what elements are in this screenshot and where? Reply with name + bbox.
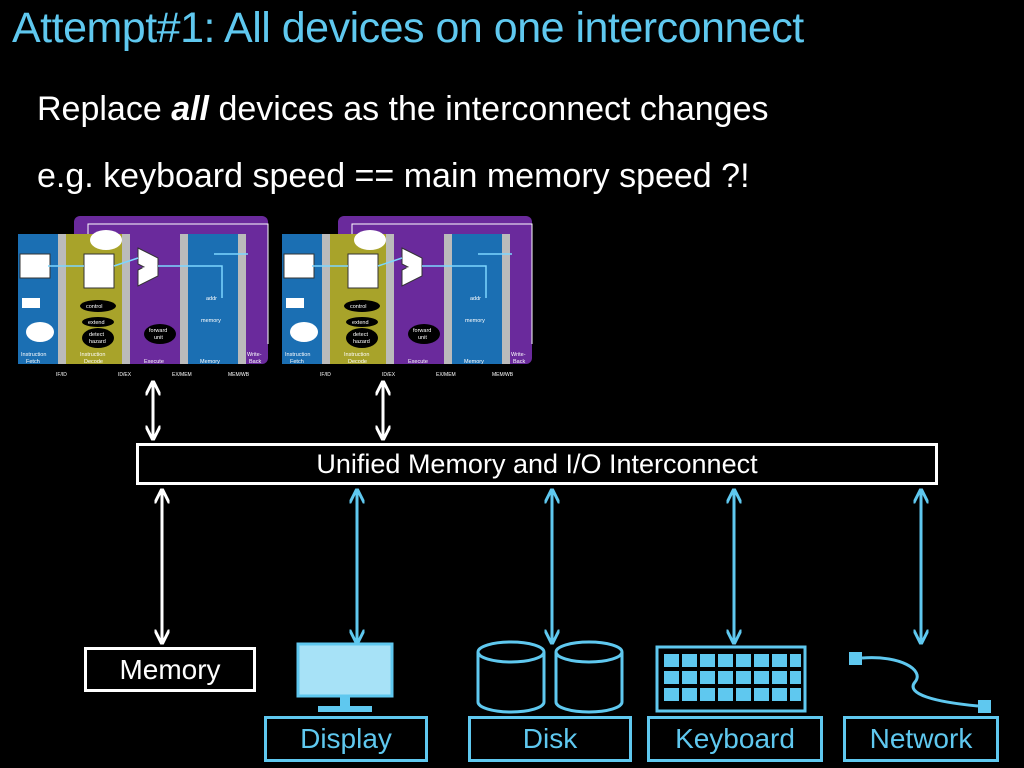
label-hazard: hazard <box>89 339 106 345</box>
unified-interconnect-bus: Unified Memory and I/O Interconnect <box>136 443 938 485</box>
label-alu: alu <box>406 266 413 272</box>
label-hazard: hazard <box>353 339 370 345</box>
label-detect: detect <box>353 332 368 338</box>
cpu-pipeline-diagram-2: memory register file compute jump/branch… <box>282 216 533 378</box>
network-cable-icon <box>849 652 991 713</box>
keyboard-icon <box>655 645 807 713</box>
label-reg-memwb: MEM/WB <box>228 372 250 378</box>
label-compute: compute <box>360 232 376 237</box>
label-stage-if-1: Instruction <box>285 352 310 358</box>
label-reg-idex: ID/EX <box>118 372 132 378</box>
label-stage-if-2: Fetch <box>26 359 40 365</box>
label-stage-wb-1: Write- <box>247 352 262 358</box>
label-stage-ex: Execute <box>408 359 428 365</box>
label-mem-memory: memory <box>201 318 221 324</box>
label-detect: detect <box>89 332 104 338</box>
slide-title: Attempt#1: All devices on one interconne… <box>12 4 804 52</box>
label-stage-id-2: Decode <box>348 359 367 365</box>
label-register: register <box>88 265 107 271</box>
label-forward: forward <box>413 328 431 334</box>
label-reg-memwb: MEM/WB <box>492 372 514 378</box>
keyboard-label: Keyboard <box>647 716 823 762</box>
label-reg-exmem: EX/MEM <box>436 372 456 378</box>
label-pc-2: pc <box>301 333 307 339</box>
display-label: Display <box>264 716 428 762</box>
label-unit: unit <box>418 335 427 341</box>
monitor-icon <box>296 642 394 712</box>
label-targets: targets <box>361 242 373 247</box>
label-stage-id-1: Instruction <box>80 352 105 358</box>
label-targets: targets <box>97 242 109 247</box>
label-stage-wb-2: Back <box>513 359 525 365</box>
bullet-1-prefix: Replace <box>37 90 172 128</box>
label-unit: unit <box>154 335 163 341</box>
label-control: control <box>86 304 103 310</box>
memory-box: Memory <box>84 647 256 692</box>
label-jump-branch: jump/branch <box>356 237 379 242</box>
label-file: file <box>358 272 365 278</box>
pipeline-labels: memory register file compute jump/branch… <box>285 232 526 378</box>
label-reg-idex: ID/EX <box>382 372 396 378</box>
bullet-line-1: Replace all devices as the interconnect … <box>37 90 768 129</box>
label-addr: addr <box>206 296 217 302</box>
label-pc-2: pc <box>37 333 43 339</box>
label-new: new <box>35 326 45 332</box>
label-compute: compute <box>96 232 112 237</box>
label-memory: memory <box>23 264 43 270</box>
disk-label: Disk <box>468 716 632 762</box>
cpu-pipeline-diagram-1: memory register file compute jump/branch… <box>18 216 269 378</box>
label-mem-memory: memory <box>465 318 485 324</box>
label-stage-id-2: Decode <box>84 359 103 365</box>
label-control: control <box>350 304 367 310</box>
label-register: register <box>352 265 371 271</box>
label-extend: extend <box>352 320 369 326</box>
label-jump-branch: jump/branch <box>92 237 115 242</box>
label-stage-mem: Memory <box>464 359 484 365</box>
label-reg-ifid: IF/ID <box>56 372 67 378</box>
pipeline-labels: memory register file compute jump/branch… <box>21 232 262 378</box>
label-stage-if-2: Fetch <box>290 359 304 365</box>
label-stage-mem: Memory <box>200 359 220 365</box>
pipeline-body <box>282 216 533 364</box>
bullet-1-emphasis: all <box>171 90 210 128</box>
label-reg-exmem: EX/MEM <box>172 372 192 378</box>
label-reg-ifid: IF/ID <box>320 372 331 378</box>
label-stage-wb-1: Write- <box>511 352 526 358</box>
bullet-1-suffix: devices as the interconnect changes <box>209 90 769 128</box>
label-alu: alu <box>142 266 149 272</box>
label-extend: extend <box>88 320 105 326</box>
disk-icon <box>476 640 624 714</box>
label-stage-ex: Execute <box>144 359 164 365</box>
label-file: file <box>94 272 101 278</box>
pipeline-body <box>18 216 269 364</box>
bullet-line-2: e.g. keyboard speed == main memory speed… <box>37 157 750 195</box>
label-memory: memory <box>287 264 307 270</box>
label-addr: addr <box>470 296 481 302</box>
label-stage-if-1: Instruction <box>21 352 46 358</box>
label-forward: forward <box>149 328 167 334</box>
label-stage-id-1: Instruction <box>344 352 369 358</box>
label-new: new <box>299 326 309 332</box>
network-label: Network <box>843 716 999 762</box>
label-stage-wb-2: Back <box>249 359 261 365</box>
label-pc: PC <box>26 302 34 308</box>
label-pc: PC <box>290 302 298 308</box>
